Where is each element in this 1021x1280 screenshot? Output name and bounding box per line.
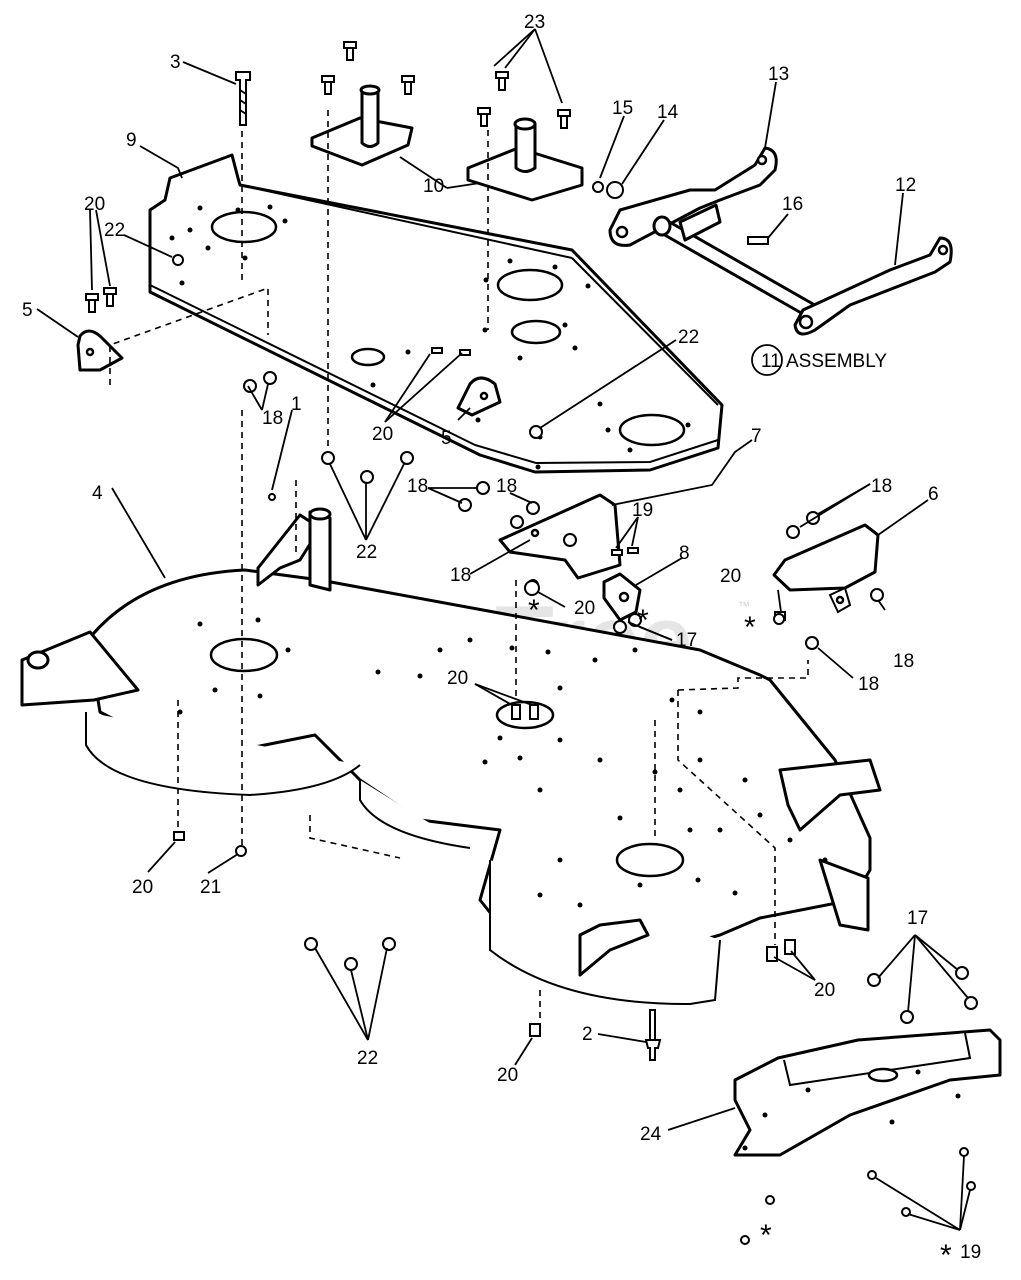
callout-20: 20 xyxy=(84,194,105,215)
bolt-icon xyxy=(235,71,251,126)
bracket-7 xyxy=(498,493,622,580)
callout-8: 8 xyxy=(679,543,690,564)
asterisk: * xyxy=(528,594,540,627)
bracket-5-center xyxy=(456,376,502,417)
callout-21: 21 xyxy=(200,877,221,898)
lift-arm-lower xyxy=(793,236,953,336)
callout-4: 4 xyxy=(92,483,103,504)
callout-15: 15 xyxy=(612,98,633,119)
callout-23: 23 xyxy=(524,12,545,33)
callout-17: 17 xyxy=(676,630,697,651)
callout-18: 18 xyxy=(871,476,892,497)
callout-22: 22 xyxy=(678,327,699,348)
callout-7: 7 xyxy=(751,426,762,447)
callout-12: 12 xyxy=(895,175,916,196)
asterisk: * xyxy=(744,611,756,644)
callout-20: 20 xyxy=(497,1065,518,1086)
callout-20: 20 xyxy=(447,668,468,689)
callout-22: 22 xyxy=(104,220,125,241)
spindle-plate-right xyxy=(466,117,584,202)
callout-18: 18 xyxy=(262,408,283,429)
callout-20: 20 xyxy=(720,566,741,587)
callout-1: 1 xyxy=(291,394,302,415)
callout-18: 18 xyxy=(407,476,428,497)
callout-labels: 3 9 20 22 5 10 23 15 14 13 16 12 11 ASSE… xyxy=(22,12,981,1272)
callout-19: 19 xyxy=(960,1242,981,1263)
callout-20: 20 xyxy=(814,980,835,1001)
callout-14: 14 xyxy=(657,102,679,123)
callout-18: 18 xyxy=(496,476,517,497)
nut-icon xyxy=(172,181,978,1024)
bolt-icon-3 xyxy=(747,236,769,245)
mower-deck xyxy=(20,507,882,1006)
callout-20: 20 xyxy=(574,598,595,619)
callout-18: 18 xyxy=(450,565,471,586)
callout-13: 13 xyxy=(768,64,789,85)
callout-18: 18 xyxy=(893,651,914,672)
asterisk: * xyxy=(940,1239,952,1272)
bracket-6 xyxy=(772,523,880,614)
callout-5: 5 xyxy=(22,300,33,321)
callout-17: 17 xyxy=(907,908,928,929)
callout-22: 22 xyxy=(357,1048,378,1069)
assembly-label: ASSEMBLY xyxy=(786,351,887,372)
asterisk: * xyxy=(760,1219,772,1252)
callout-18: 18 xyxy=(858,674,879,695)
callout-6: 6 xyxy=(928,484,939,505)
bolt-icon-2 xyxy=(644,1009,662,1061)
callout-22: 22 xyxy=(356,542,377,563)
callout-20: 20 xyxy=(372,424,393,445)
callout-16: 16 xyxy=(782,194,803,215)
callout-5: 5 xyxy=(441,428,452,449)
assembly-number: 11 xyxy=(761,351,781,372)
asterisk: * xyxy=(637,604,649,637)
bracket-8 xyxy=(602,572,642,622)
lift-shaft xyxy=(652,203,822,320)
baffle-24 xyxy=(733,1028,1002,1157)
lift-arm-upper xyxy=(608,146,778,247)
watermark-trademark: ™ xyxy=(738,599,750,613)
callout-19: 19 xyxy=(632,500,653,521)
upper-deck-plate xyxy=(148,153,724,474)
callout-3: 3 xyxy=(170,52,181,73)
bracket-5-left xyxy=(76,329,124,372)
callout-24: 24 xyxy=(640,1124,662,1145)
callout-9: 9 xyxy=(126,130,137,151)
callout-10: 10 xyxy=(423,176,444,197)
callout-2: 2 xyxy=(582,1024,593,1045)
spindle-plate-left xyxy=(310,84,414,167)
leader-lines xyxy=(36,28,971,1231)
callout-20: 20 xyxy=(132,877,153,898)
